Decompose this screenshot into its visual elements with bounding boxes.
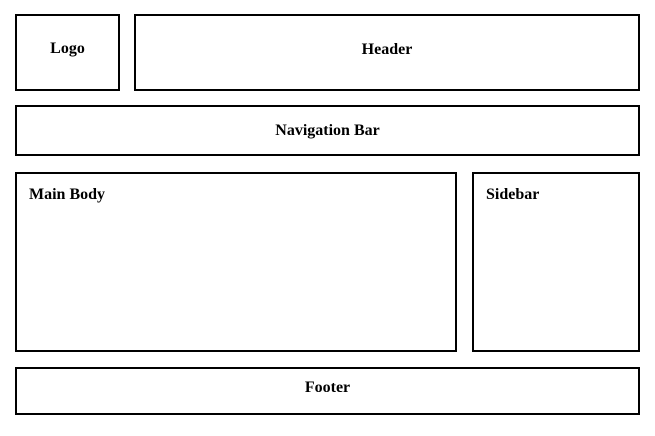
- sidebar-label: Sidebar: [486, 186, 540, 203]
- navigation-bar-label: Navigation Bar: [275, 122, 380, 139]
- footer-region[interactable]: Footer: [15, 367, 640, 415]
- logo-region-label: Logo: [50, 40, 85, 57]
- logo-region[interactable]: Logo: [15, 14, 120, 91]
- navigation-bar-region[interactable]: Navigation Bar: [15, 105, 640, 156]
- main-body-region[interactable]: Main Body: [15, 172, 457, 352]
- footer-label: Footer: [304, 379, 351, 396]
- header-region-label: Header: [361, 41, 413, 58]
- sidebar-region[interactable]: Sidebar: [472, 172, 640, 352]
- header-region[interactable]: Header: [134, 14, 640, 91]
- main-body-label: Main Body: [29, 186, 106, 203]
